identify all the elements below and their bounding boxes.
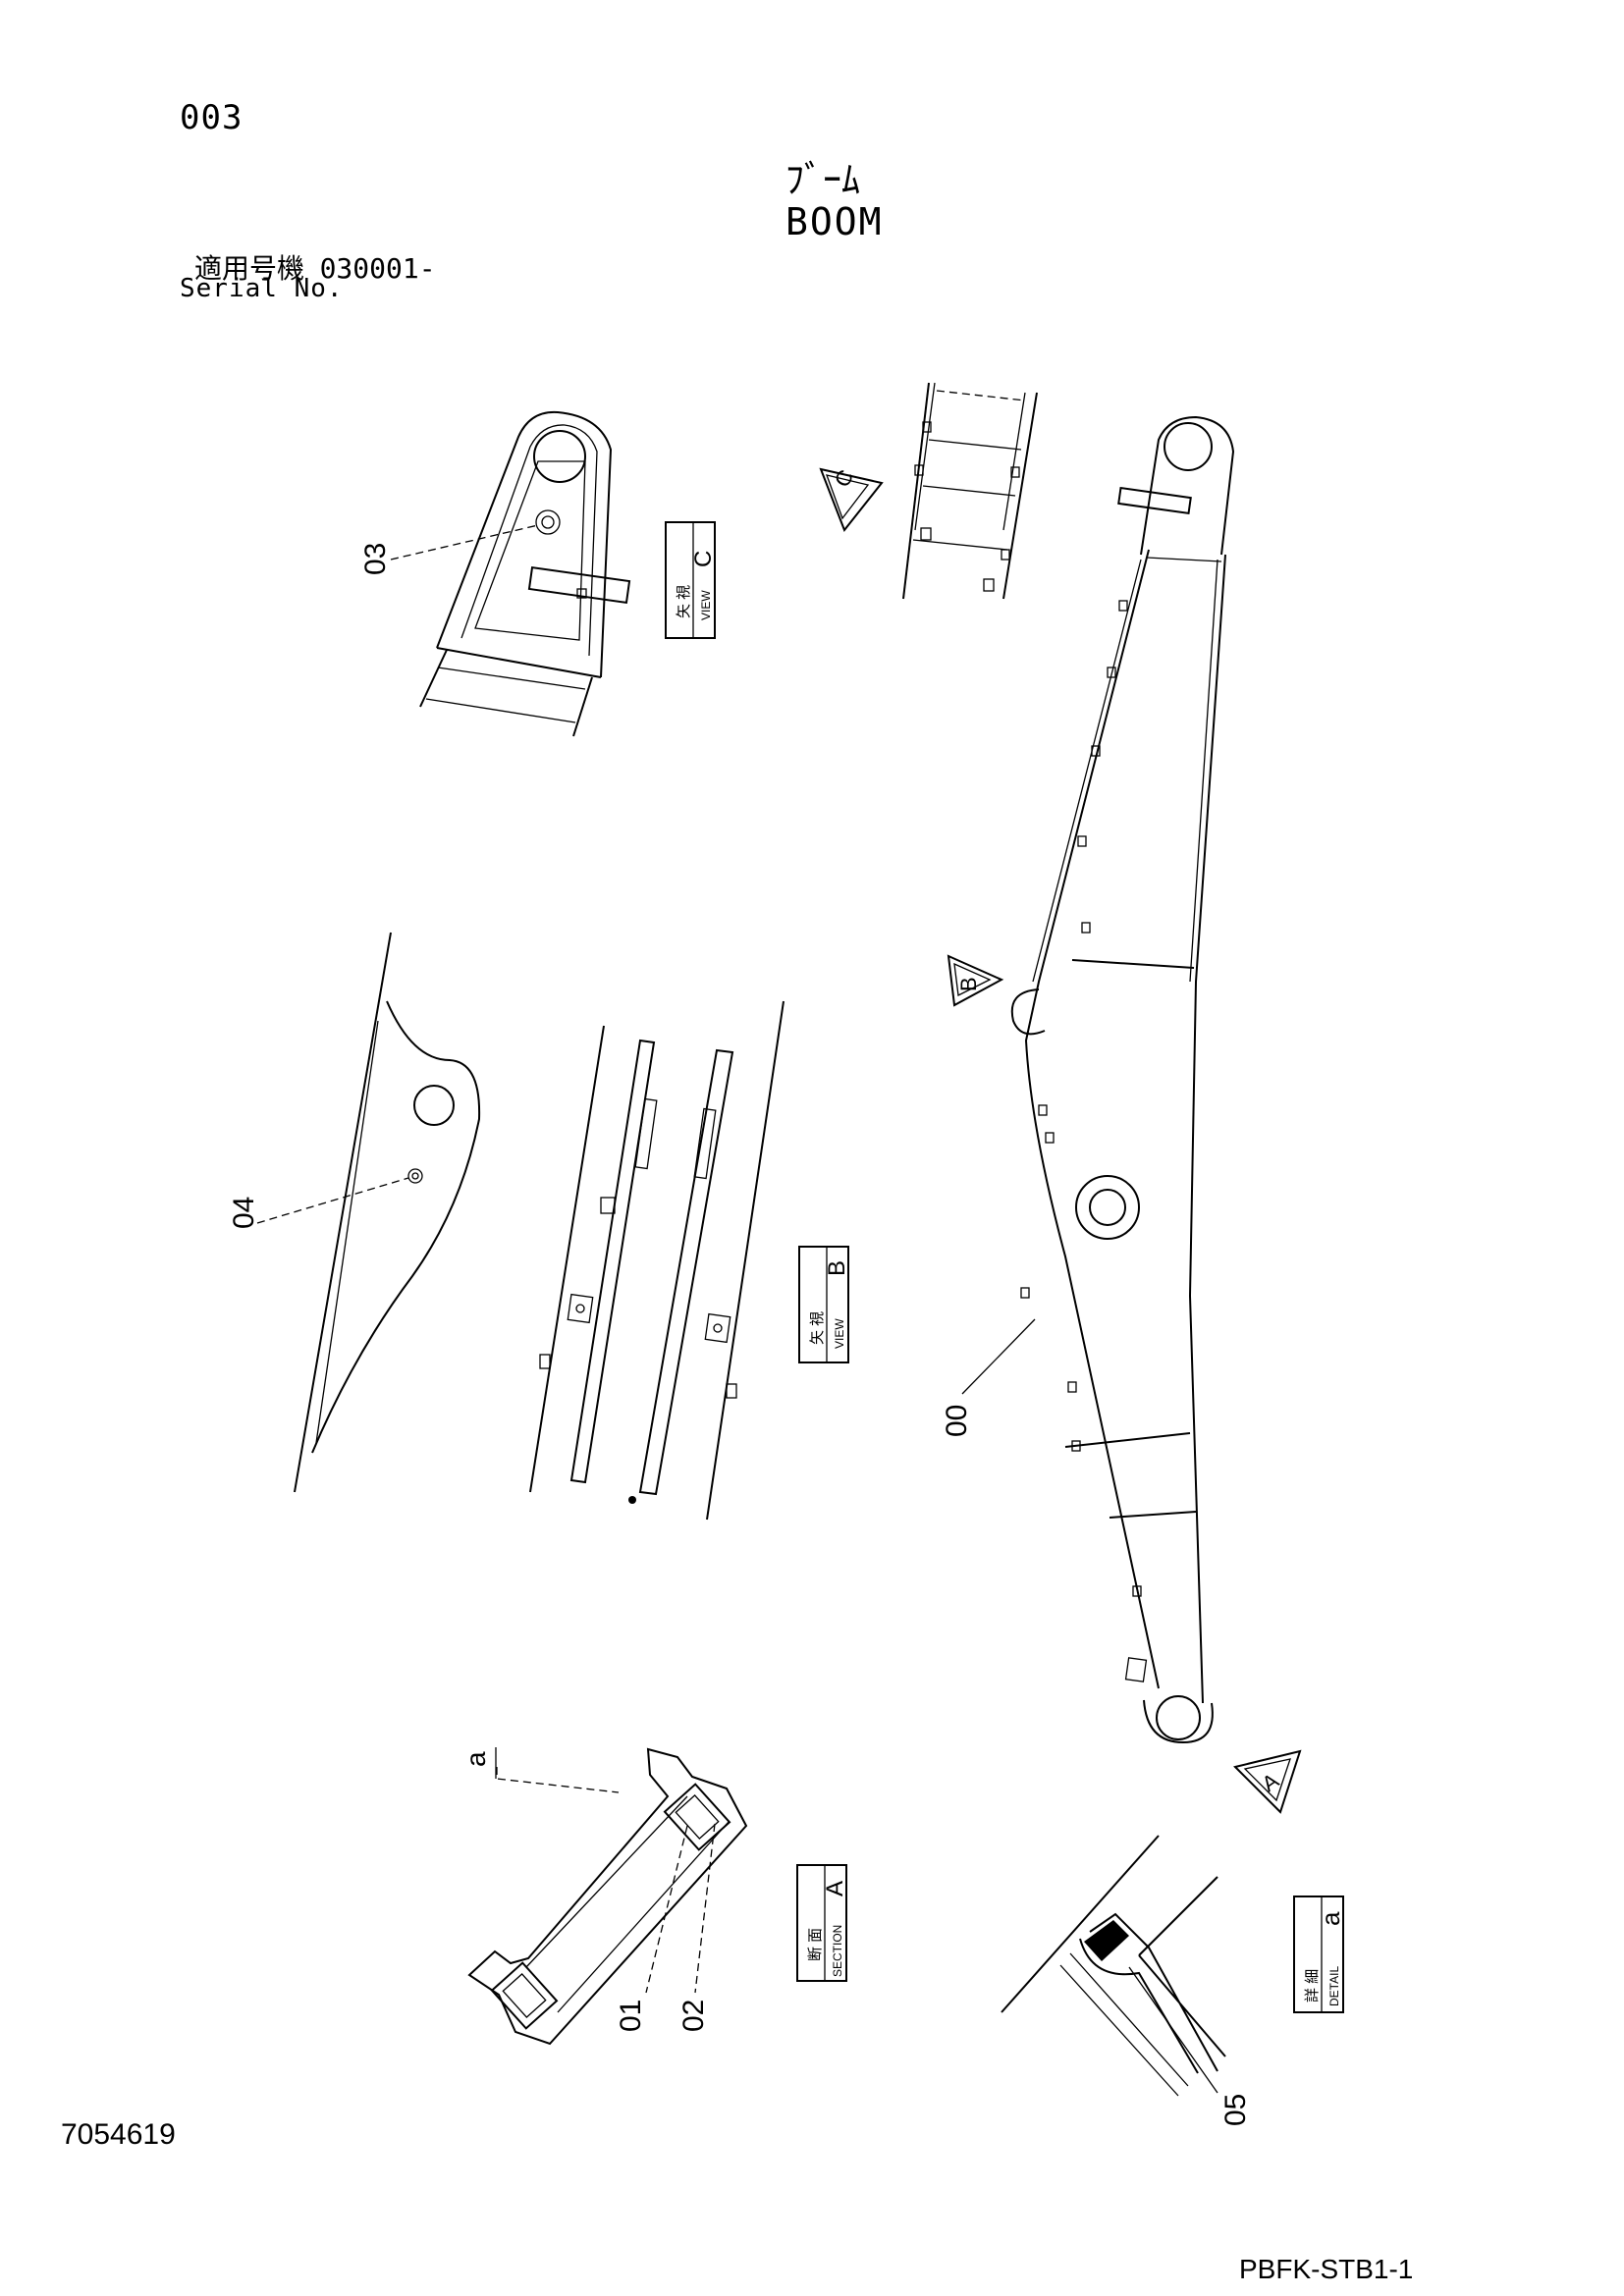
view-c-en: VIEW <box>699 590 713 620</box>
document-code: PBFK-STB1-1 <box>1239 2254 1414 2284</box>
title-japanese: ﾌﾞｰﾑ <box>785 160 861 201</box>
section-a-en: SECTION <box>831 1925 844 1977</box>
view-b-marker: B <box>947 954 1004 1007</box>
view-c-reference-drawing <box>902 382 1038 600</box>
section-a-marker: A <box>1233 1749 1302 1814</box>
callout-04: 03 <box>359 543 392 575</box>
section-a-letter: A <box>822 1881 848 1896</box>
view-b-letter: B <box>824 1260 850 1276</box>
document-number: 7054619 <box>61 2118 176 2151</box>
section-a-jp: 断 面 <box>807 1928 824 1961</box>
detail-a-letter: a <box>1316 1911 1345 1926</box>
view-b-side-drawing: 04 <box>228 932 481 1493</box>
view-c-letter: C <box>690 551 717 567</box>
boom-body: 00 <box>941 415 1235 1744</box>
detail-a-ref-letter: a <box>460 1751 491 1767</box>
view-b-top-drawing: B 矢 視 VIEW <box>529 1000 850 1521</box>
view-b-marker-letter: B <box>956 977 981 991</box>
callout-05: 04 <box>228 1197 260 1229</box>
serial-label-english: Serial No. <box>180 274 344 303</box>
detail-a-jp: 詳 細 <box>1304 1969 1321 2002</box>
callout-01: 01 <box>615 2000 647 2032</box>
title-english: BOOM <box>785 200 884 243</box>
view-c-marker-letter: C <box>830 465 859 491</box>
page-code: 003 <box>180 98 244 137</box>
callout-02: 02 <box>677 2000 710 2032</box>
serial-label-jp-text: 適用号機 <box>194 253 305 284</box>
view-b-jp: 矢 視 <box>809 1311 826 1345</box>
section-a-drawing: a 01 02 A 断 面 SECTION <box>460 1747 848 2046</box>
view-c-jp: 矢 視 <box>676 585 692 618</box>
callout-03: 05 <box>1219 2094 1252 2126</box>
view-b-en: VIEW <box>833 1318 846 1349</box>
view-c-drawing: C 矢 視 VIEW 03 <box>359 410 717 737</box>
detail-a-drawing: 05 a 詳 細 DETAIL <box>1001 1835 1345 2126</box>
serial-value: 030001- <box>319 252 436 285</box>
callout-00: 00 <box>941 1405 973 1437</box>
serial-label-japanese: 適用号機 030001- <box>194 247 436 287</box>
detail-a-en: DETAIL <box>1327 1966 1341 2006</box>
view-c-marker: C <box>819 465 884 532</box>
